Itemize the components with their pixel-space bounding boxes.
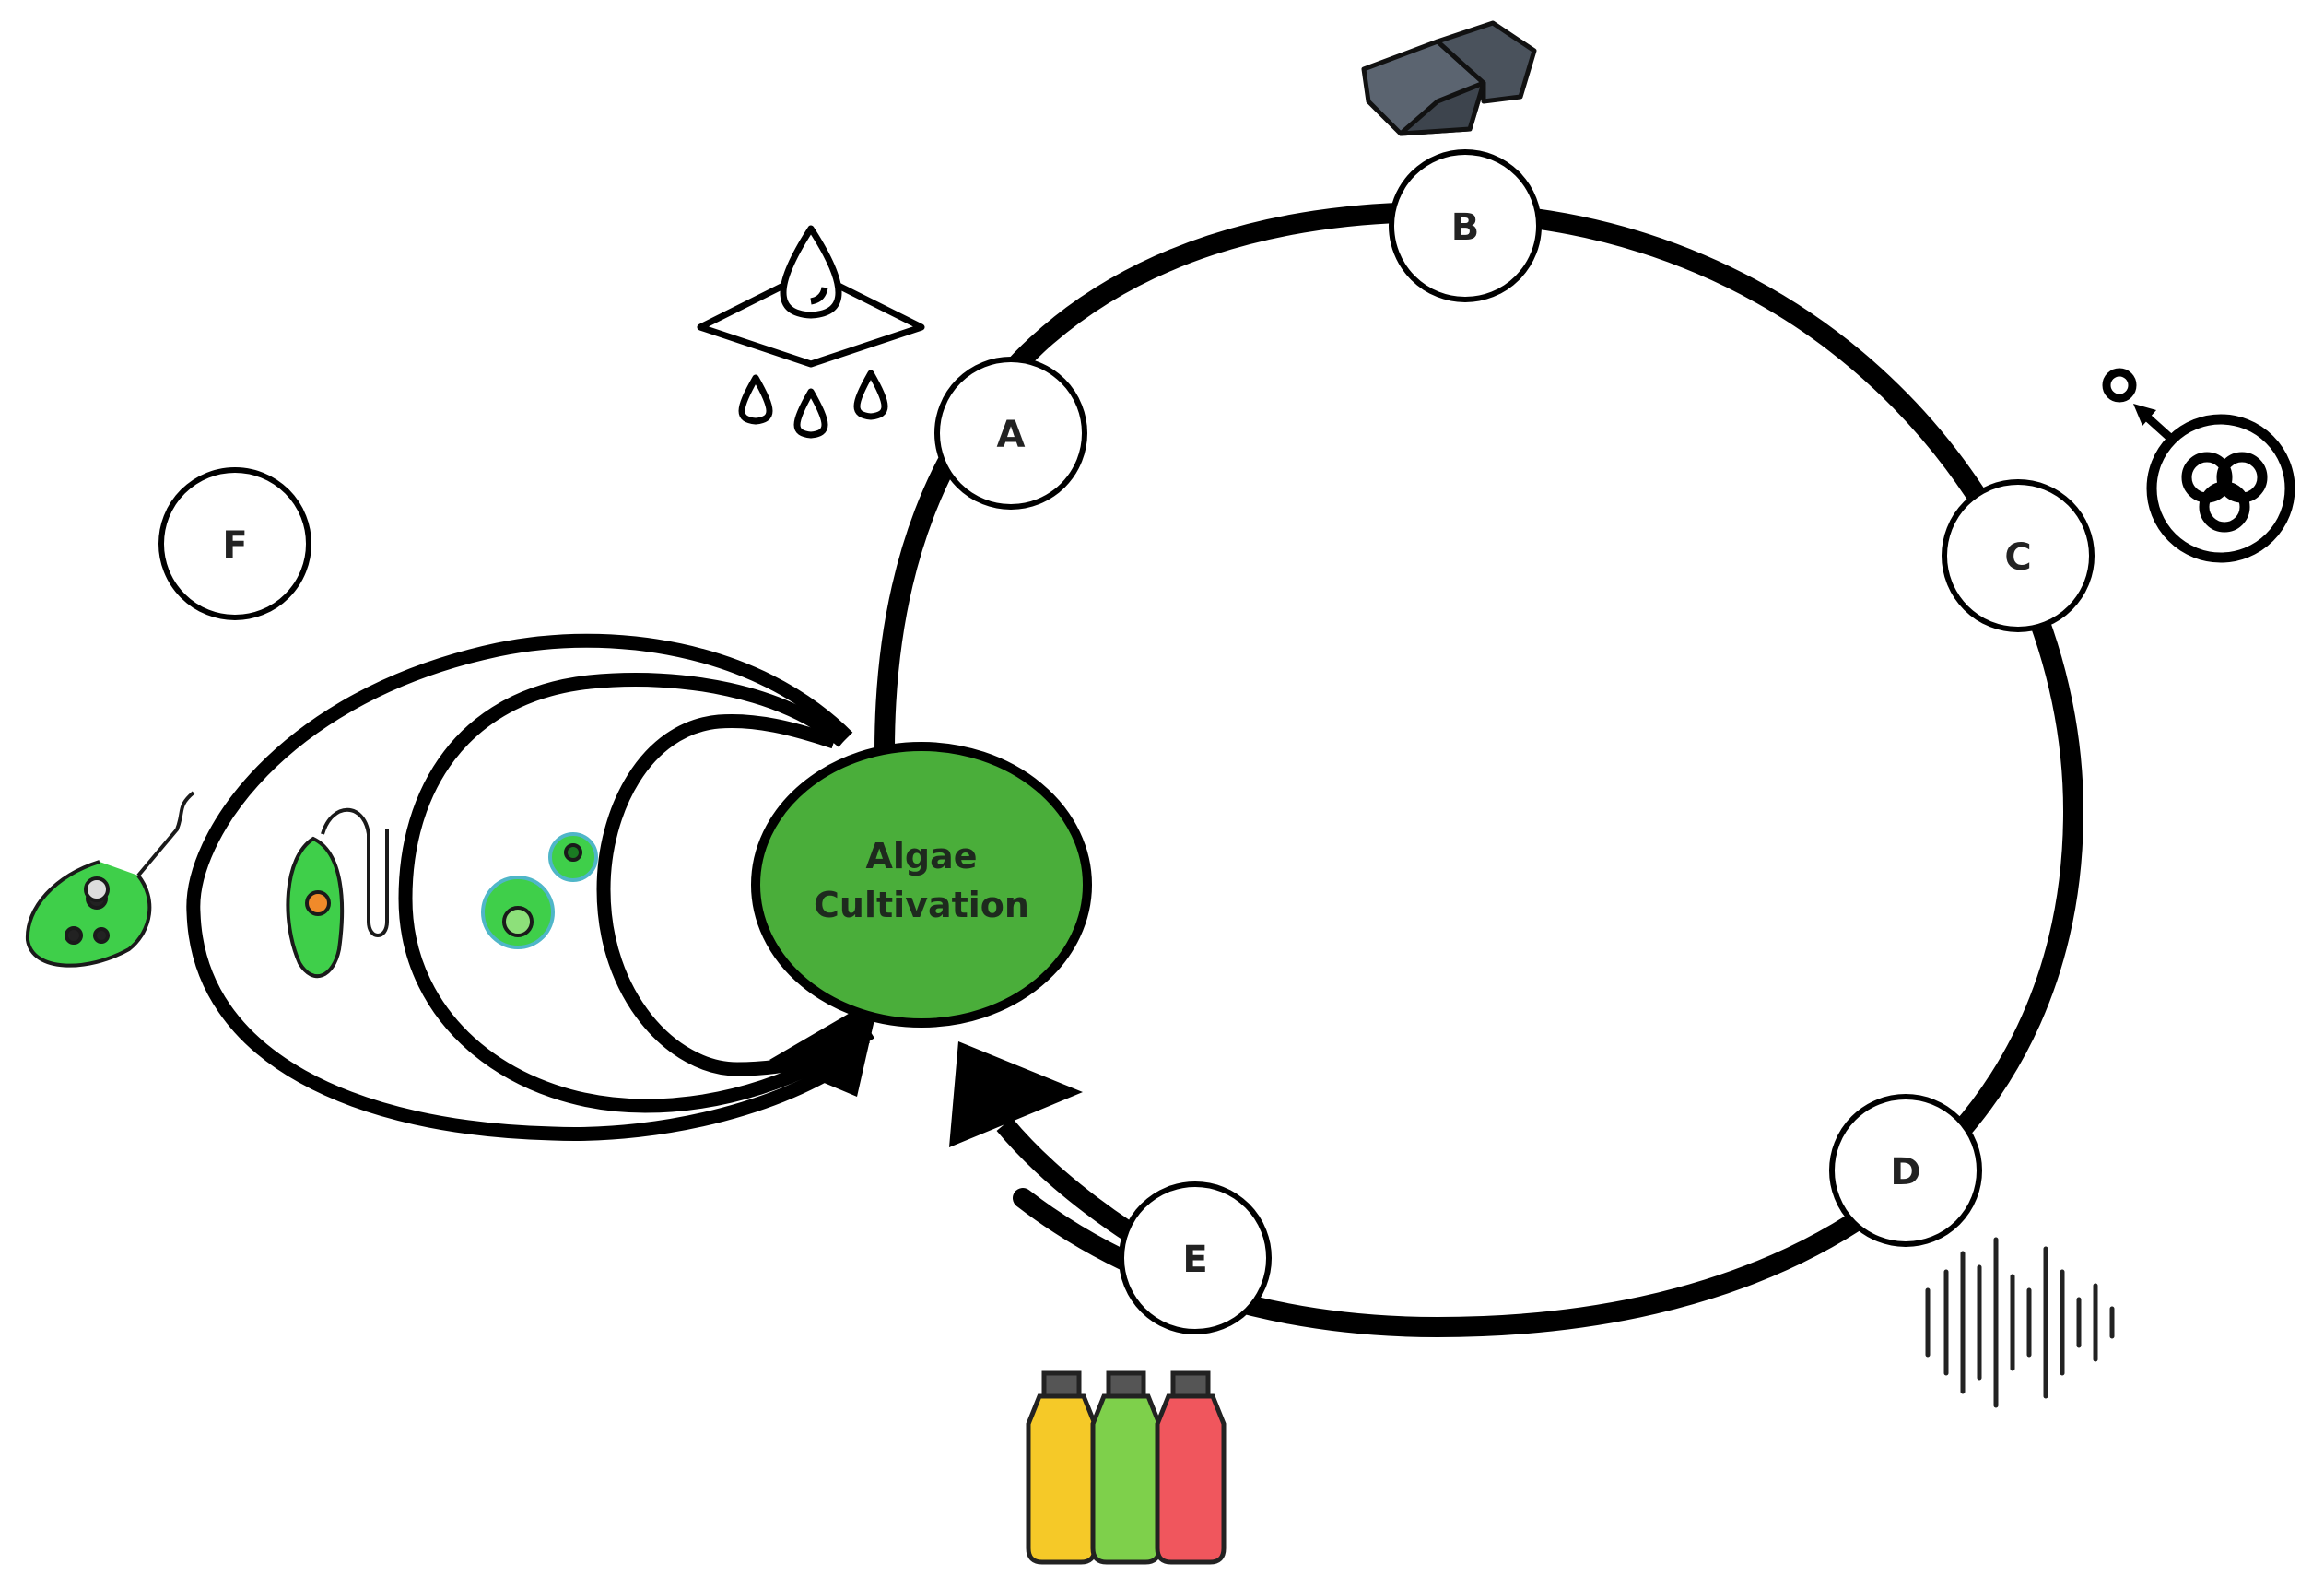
sound-wave-icon [1925,1237,2115,1408]
node-d-label: D [1890,1151,1920,1193]
node-e: E [1119,1181,1272,1334]
euglena-cell [286,807,389,979]
node-f-label: F [222,524,247,567]
mineral-rocks-icon [1361,20,1537,136]
molecule-extraction-icon [2102,368,2295,563]
node-e-label: E [1182,1239,1207,1281]
round-cells [481,832,598,949]
microalgae-cells-icon [25,791,598,979]
center-label-line2: Cultivation [814,885,1029,925]
arrowhead-f-inner [769,995,880,1097]
recycle-loops [186,633,874,1141]
red-bottle [1155,1370,1227,1565]
node-b-label: B [1451,206,1480,249]
process-loop [874,201,2084,1338]
node-f: F [158,467,311,620]
node-c: C [1942,479,2095,632]
node-a: A [934,357,1087,510]
center-label-line1: Algae [865,836,977,876]
algae-cultivation-node [751,742,1092,1028]
yellow-bottle [1026,1370,1097,1565]
arrowhead-e [949,1041,1083,1147]
filtration-droplet-icon [697,225,925,439]
node-d: D [1829,1094,1982,1247]
node-a-label: A [997,414,1026,456]
juice-bottles-icon [1026,1370,1227,1565]
node-b: B [1389,149,1542,302]
flagellate-cell [25,791,195,968]
node-c-label: C [2004,536,2031,579]
green-bottle [1090,1370,1162,1565]
